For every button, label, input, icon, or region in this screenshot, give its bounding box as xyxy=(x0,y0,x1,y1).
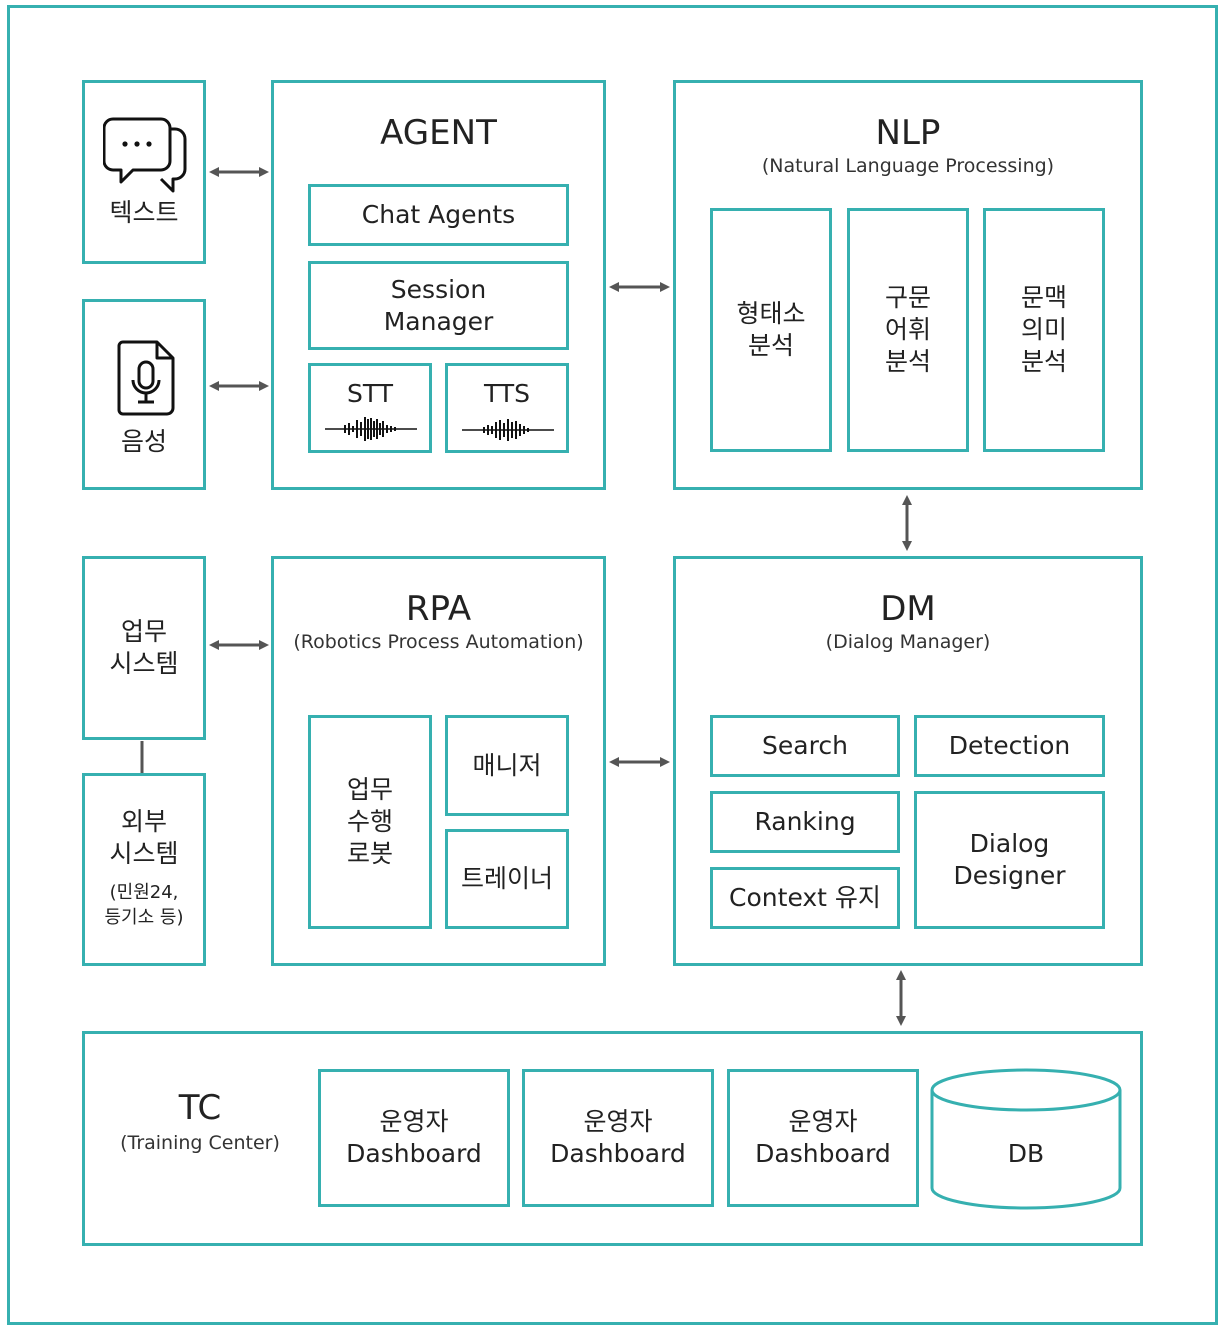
detection-box: Detection xyxy=(914,715,1105,777)
tts-label: TTS xyxy=(484,379,530,408)
chat-bubbles-icon xyxy=(103,117,187,193)
waveform-icon xyxy=(325,417,417,441)
text-input-box: 텍스트 xyxy=(82,80,206,264)
voice-input-box: 음성 xyxy=(82,299,206,490)
rpa-manager-box: 매니저 xyxy=(445,715,569,816)
morpheme-analysis-box: 형태소 분석 xyxy=(710,208,832,452)
business-system-box: 업무 시스템 xyxy=(82,556,206,740)
agent-title: AGENT xyxy=(380,113,497,153)
text-input-label: 텍스트 xyxy=(109,198,179,227)
context-keep-box: Context 유지 xyxy=(710,867,900,929)
tc-subtitle: (Training Center) xyxy=(120,1132,280,1154)
rpa-subtitle: (Robotics Process Automation) xyxy=(293,631,584,653)
database-icon xyxy=(930,1068,1122,1210)
search-box: Search xyxy=(710,715,900,777)
waveform-icon xyxy=(462,419,554,441)
nlp-subtitle: (Natural Language Processing) xyxy=(761,155,1055,177)
voice-input-label: 음성 xyxy=(120,427,167,456)
context-semantic-analysis-box: 문맥 의미 분석 xyxy=(983,208,1105,452)
tc-title: TC xyxy=(178,1088,222,1128)
external-system-box: 외부 시스템 (민원24, 등기소 등) xyxy=(82,773,206,966)
dm-subtitle: (Dialog Manager) xyxy=(825,631,991,653)
db-label: DB xyxy=(1007,1139,1045,1168)
task-robot-box: 업무 수행 로봇 xyxy=(308,715,432,929)
dialog-designer-box: Dialog Designer xyxy=(914,791,1105,929)
nlp-title: NLP xyxy=(875,113,941,153)
session-manager-box: Session Manager xyxy=(308,261,569,350)
chat-agents-box: Chat Agents xyxy=(308,184,569,246)
rpa-trainer-box: 트레이너 xyxy=(445,829,569,929)
tts-box: TTS xyxy=(445,363,569,453)
voice-file-icon xyxy=(117,340,175,416)
database-cylinder: DB xyxy=(930,1068,1122,1210)
operator-dashboard-box: 운영자 Dashboard xyxy=(318,1069,510,1207)
stt-box: STT xyxy=(308,363,432,453)
ranking-box: Ranking xyxy=(710,791,900,853)
syntax-vocab-analysis-box: 구문 어휘 분석 xyxy=(847,208,969,452)
external-system-label: 외부 시스템 xyxy=(109,807,179,868)
tc-title-block: TC (Training Center) xyxy=(100,1088,300,1168)
external-system-note: (민원24, 등기소 등) xyxy=(104,882,184,928)
rpa-title: RPA xyxy=(405,589,472,629)
operator-dashboard-box: 운영자 Dashboard xyxy=(522,1069,714,1207)
stt-label: STT xyxy=(347,379,393,408)
dm-title: DM xyxy=(880,589,936,629)
operator-dashboard-box: 운영자 Dashboard xyxy=(727,1069,919,1207)
